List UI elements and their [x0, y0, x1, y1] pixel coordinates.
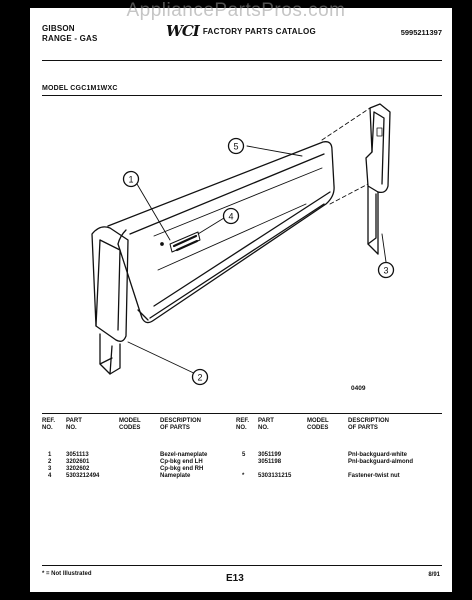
callout-label: 2: [197, 373, 202, 383]
callout-label: 4: [228, 212, 233, 222]
catalog-number: 5995211397: [400, 28, 442, 37]
callout-1: 1: [122, 170, 140, 188]
end-cap-right: [365, 103, 391, 255]
revision-date: 8/91: [428, 572, 440, 578]
page-number: E13: [226, 573, 244, 584]
end-cap-left: [91, 226, 129, 375]
catalog-title: FACTORY PARTS CATALOG: [202, 26, 317, 36]
not-illustrated-note: * = Not Illustrated: [42, 571, 92, 577]
alignment-line-top: [321, 107, 371, 141]
nameplate-assembly: [160, 231, 201, 253]
callout-label: 1: [128, 175, 133, 185]
wci-logo-icon: WCI: [166, 22, 200, 40]
catalog-heading: WCI FACTORY PARTS CATALOG: [166, 21, 316, 41]
model-rule: [42, 95, 442, 96]
brand-block: GIBSON RANGE - GAS: [42, 24, 98, 44]
header-ref: REF.NO.: [42, 418, 56, 431]
callout-label: 3: [383, 266, 388, 276]
alignment-line-bottom: [329, 183, 369, 205]
header-rule: [42, 60, 442, 61]
product-type: RANGE - GAS: [42, 34, 98, 43]
callout-5: 5: [227, 137, 245, 155]
callout-2: 2: [191, 368, 209, 386]
model-number: MODEL CGC1M1WXC: [42, 85, 118, 92]
callout-4: 4: [222, 207, 240, 225]
backguard-panel: [107, 141, 335, 324]
header-ref-right: REF.NO.: [236, 418, 250, 431]
figure-number: 0409: [351, 385, 366, 392]
table-top-rule: [42, 413, 442, 414]
parts-catalog-page: GIBSON RANGE - GAS WCI FACTORY PARTS CAT…: [30, 8, 452, 592]
callout-label: 5: [233, 142, 238, 152]
brand-name: GIBSON: [42, 24, 75, 33]
callout-3: 3: [377, 261, 395, 279]
exploded-parts-diagram: 1 4 5 3 2: [91, 103, 395, 386]
footer-rule: [42, 565, 442, 566]
